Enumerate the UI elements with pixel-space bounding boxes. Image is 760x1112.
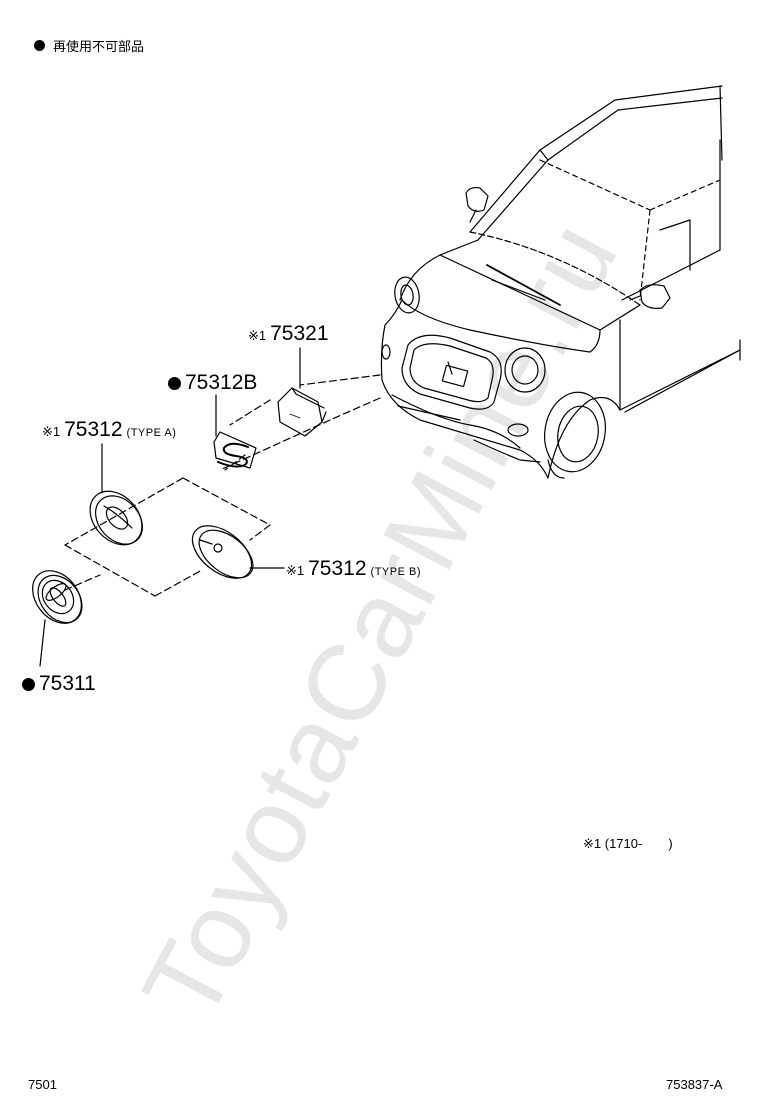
- legend: 再使用不可部品: [34, 36, 144, 55]
- part-number: 75321: [270, 322, 329, 345]
- non-reusable-dot-icon: [22, 677, 35, 691]
- label-75312-type-b: ※1 75312 (TYPE B): [286, 557, 421, 581]
- label-75312-type-a: ※1 75312 (TYPE A): [42, 418, 176, 442]
- part-75321-drawing: [277, 387, 327, 437]
- note-mark: ※1: [286, 563, 305, 578]
- label-75311: 75311: [22, 672, 96, 696]
- note-mark: ※1: [42, 424, 61, 439]
- part-number: 75312: [308, 557, 367, 580]
- part-number: 75312B: [185, 371, 258, 394]
- callout-lines: [27, 347, 301, 683]
- label-75321: ※1 75321: [248, 322, 329, 346]
- vehicle-drawing: [380, 85, 741, 479]
- part-75311-drawing: [32, 570, 83, 624]
- part-number: 75312: [64, 418, 123, 441]
- part-number: 75311: [39, 672, 96, 695]
- note-mark: ※1: [248, 328, 267, 343]
- non-reusable-dot-icon: [168, 376, 181, 390]
- part-type: (TYPE B): [370, 566, 421, 578]
- part-75312B-drawing: [213, 431, 257, 469]
- part-75312-type-a-drawing: [89, 490, 143, 546]
- illustration-code: 753837-A: [666, 1077, 723, 1092]
- non-reusable-dot-icon: [34, 40, 45, 51]
- legend-text: 再使用不可部品: [53, 40, 145, 55]
- page-code: 7501: [28, 1077, 57, 1092]
- applicability-note: ※1 (1710- ): [583, 836, 673, 851]
- part-75312-type-b-drawing: [191, 525, 254, 579]
- label-75312B: 75312B: [168, 371, 257, 395]
- part-type: (TYPE A): [126, 427, 177, 439]
